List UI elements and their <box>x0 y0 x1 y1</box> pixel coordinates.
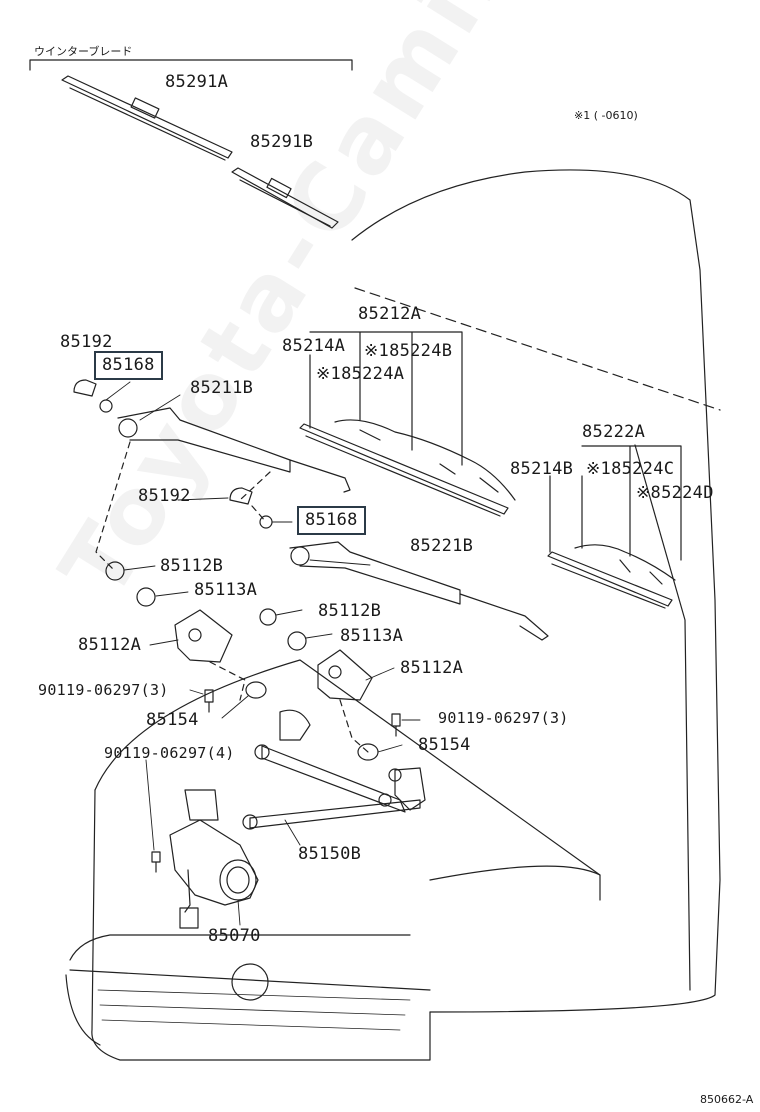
leader-85222a <box>581 445 682 561</box>
bolt-90119-4 <box>151 851 161 873</box>
grille-lines <box>97 989 411 1031</box>
nut-85112b-left <box>105 561 125 581</box>
pivot-cover-left <box>174 609 233 663</box>
part-90119-right[interactable]: 90119-06297(3) <box>438 709 569 727</box>
cowl-line <box>354 287 721 411</box>
washer-85113a-left <box>136 587 156 607</box>
nut-85112b-right <box>259 608 277 626</box>
leaders <box>105 381 421 926</box>
part-85224d[interactable]: ※85224D <box>636 483 714 503</box>
cab-side <box>634 444 691 991</box>
header-bracket <box>29 59 353 71</box>
bolt-90119-left <box>204 689 214 713</box>
part-85192-top[interactable]: 85192 <box>60 332 113 352</box>
part-85112b-right[interactable]: 85112B <box>318 601 382 621</box>
leader-85212a <box>309 331 463 466</box>
hidden-lines <box>95 441 369 753</box>
nut-85168-top <box>99 399 113 413</box>
wiper-arm-left <box>117 407 351 493</box>
washer-85113a-right <box>287 631 307 651</box>
grille-top <box>69 969 431 991</box>
part-85291a[interactable]: 85291A <box>165 72 229 92</box>
part-85113a-right[interactable]: 85113A <box>340 626 404 646</box>
cap-85192-top <box>73 379 97 397</box>
wiper-arm-right <box>289 541 549 641</box>
part-85154-left[interactable]: 85154 <box>146 710 199 730</box>
winter-blade-a <box>61 75 233 161</box>
part-85150b[interactable]: 85150B <box>298 844 362 864</box>
part-85168-mid[interactable]: 85168 <box>297 506 366 535</box>
part-85211b[interactable]: 85211B <box>190 378 254 398</box>
hood-top <box>94 659 601 876</box>
part-90119-4[interactable]: 90119-06297(4) <box>104 744 235 762</box>
wiper-linkage <box>242 709 426 830</box>
part-85168-top[interactable]: 85168 <box>94 351 163 380</box>
body-edge <box>429 865 601 901</box>
bushing-85154-left <box>245 681 267 699</box>
pivot-cover-right <box>317 649 373 701</box>
part-85070[interactable]: 85070 <box>208 926 261 946</box>
grille-curve <box>65 974 101 1046</box>
part-85112a-right[interactable]: 85112A <box>400 658 464 678</box>
emblem-ring <box>231 963 269 1001</box>
winter-blade-b <box>231 167 339 229</box>
windshield-outline <box>351 169 721 1013</box>
part-85112a-left[interactable]: 85112A <box>78 635 142 655</box>
part-85192-mid[interactable]: 85192 <box>138 486 191 506</box>
part-85214b[interactable]: 85214B <box>510 459 574 479</box>
part-85221b[interactable]: 85221B <box>410 536 474 556</box>
part-85112b-left[interactable]: 85112B <box>160 556 224 576</box>
part-85222a[interactable]: 85222A <box>582 422 646 442</box>
hood-front <box>91 789 431 1061</box>
hood-lower <box>69 934 411 961</box>
part-85224a[interactable]: ※185224A <box>316 364 405 384</box>
part-90119-left[interactable]: 90119-06297(3) <box>38 681 169 699</box>
part-85113a-left[interactable]: 85113A <box>194 580 258 600</box>
part-85212a[interactable]: 85212A <box>358 304 422 324</box>
header-label: ウインターブレード <box>34 45 133 58</box>
blade-assembly-right <box>547 544 676 609</box>
note-range: ※1 ( -0610) <box>574 109 638 122</box>
part-85214a[interactable]: 85214A <box>282 336 346 356</box>
part-85154-right[interactable]: 85154 <box>418 735 471 755</box>
figure-code: 850662-A <box>700 1093 754 1106</box>
part-85291b[interactable]: 85291B <box>250 132 314 152</box>
part-85224c[interactable]: ※185224C <box>586 459 675 479</box>
wiper-motor <box>169 789 259 929</box>
cap-85192-mid <box>229 487 253 505</box>
leader-85214b <box>549 475 583 553</box>
blade-assembly-left <box>299 419 516 517</box>
bolt-90119-right <box>391 713 401 737</box>
part-85224b[interactable]: ※185224B <box>364 341 453 361</box>
